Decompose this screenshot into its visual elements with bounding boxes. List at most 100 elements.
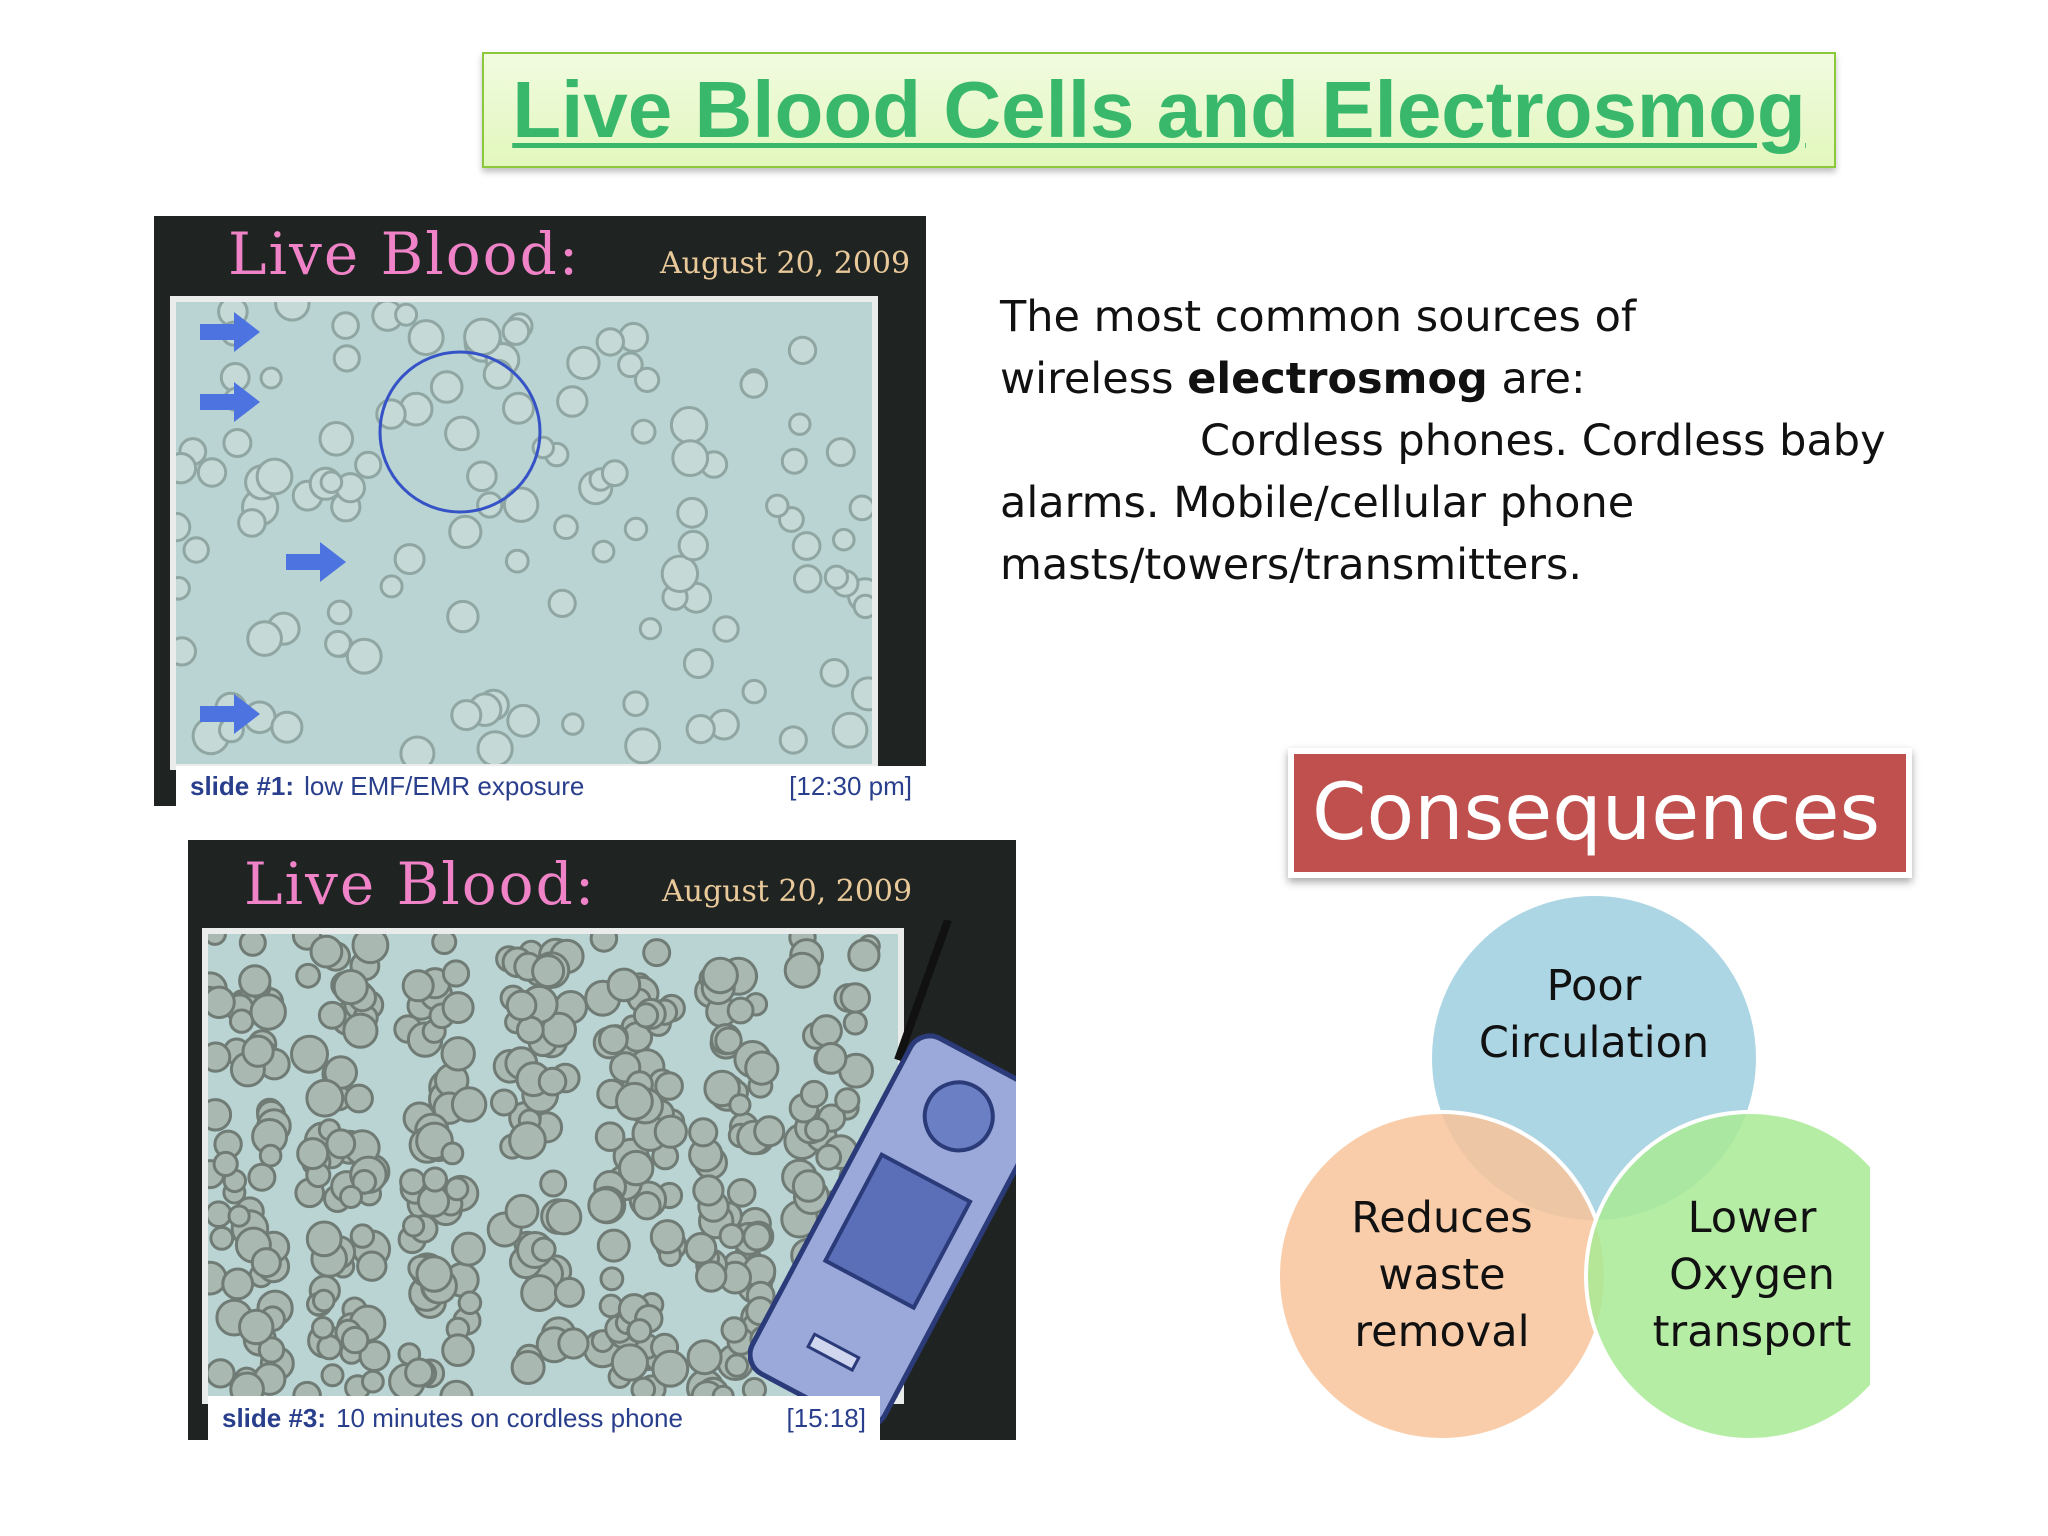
blood-cell	[848, 494, 872, 522]
blood-cell	[344, 1083, 374, 1114]
blood-cell	[505, 989, 538, 1022]
blood-cell	[332, 344, 361, 373]
slide-label: slide #3:	[222, 1402, 327, 1433]
text-line: alarms. Mobile/cellular phone	[1000, 478, 1635, 528]
blood-cell	[682, 648, 714, 679]
blood-cell	[249, 993, 287, 1031]
blood-cell	[814, 1042, 848, 1075]
blood-cell	[176, 452, 198, 485]
blood-cell	[490, 1088, 518, 1117]
blood-cell	[626, 1318, 653, 1344]
blood-cell	[228, 1008, 255, 1034]
blood-cell	[208, 1041, 232, 1073]
venn-label-reduces-waste-removal: Reduces waste removal	[1351, 1193, 1533, 1357]
blood-cell	[351, 934, 390, 965]
blood-cell	[393, 543, 426, 576]
arrow-icon	[200, 382, 260, 422]
blood-cell	[466, 460, 498, 493]
blood-cell	[595, 327, 625, 357]
blood-cell	[399, 735, 436, 764]
blood-cell	[531, 954, 566, 989]
blood-cell	[311, 1316, 335, 1340]
blood-cell	[444, 1176, 470, 1202]
blood-cell	[553, 514, 579, 541]
microscope-slide	[170, 296, 878, 770]
live-blood-photo-1: Live Blood: August 20, 2009 slide #1:low…	[154, 216, 926, 806]
photo-date: August 20, 2009	[662, 874, 913, 909]
blood-cell	[634, 366, 661, 394]
blood-cell	[441, 959, 471, 988]
blood-cell	[431, 934, 458, 955]
blood-cell	[463, 317, 502, 357]
highlight-circle	[378, 350, 542, 514]
blood-cell	[332, 969, 369, 1006]
blood-cell	[415, 1255, 453, 1293]
blood-cell	[724, 1353, 750, 1378]
blood-cell	[361, 1369, 385, 1394]
blood-cell	[502, 486, 540, 523]
blood-cell	[345, 637, 383, 675]
blood-cell	[340, 1325, 370, 1355]
blood-cell	[728, 1093, 752, 1117]
blood-cell	[832, 527, 856, 552]
blood-cell	[394, 302, 419, 327]
blood-cell	[227, 1204, 251, 1228]
blood-cell	[839, 982, 871, 1014]
blood-cell	[632, 1191, 662, 1221]
blood-cell	[852, 593, 872, 620]
slide-label: slide #1:	[190, 770, 295, 801]
consequences-heading: Consequences	[1312, 768, 1881, 858]
blood-cell	[290, 1034, 329, 1074]
blood-cell	[677, 529, 709, 562]
text-line: masts/towers/transmitters.	[1000, 540, 1583, 590]
photo-date: August 20, 2009	[660, 246, 911, 281]
blood-cell	[660, 554, 700, 593]
blood-cell	[823, 564, 850, 590]
blood-cell	[720, 1316, 748, 1344]
blood-cell	[457, 1290, 483, 1316]
blood-cell	[834, 1087, 861, 1114]
blood-cell	[208, 1098, 233, 1132]
caption-text: 10 minutes on cordless phone	[336, 1402, 683, 1433]
blood-cell	[553, 1276, 585, 1308]
blood-cell	[686, 1339, 723, 1376]
blood-cell	[653, 1114, 688, 1149]
blood-cell	[222, 428, 253, 458]
consequences-banner: Consequences	[1288, 748, 1912, 878]
blood-cell	[622, 690, 649, 718]
blood-cell	[255, 457, 294, 496]
blood-cell	[600, 459, 629, 488]
blood-cell	[325, 1128, 357, 1160]
blood-cell	[632, 1002, 660, 1029]
sources-text: The most common sources of wireless elec…	[1000, 286, 1900, 596]
microscope-slide	[202, 928, 904, 1404]
blood-cell	[765, 493, 790, 519]
blood-cell	[342, 1012, 379, 1049]
blood-cell	[508, 1121, 547, 1160]
blood-cell	[726, 996, 755, 1025]
blood-cell	[229, 1371, 265, 1398]
blood-cell	[208, 1200, 233, 1228]
blood-cell	[274, 302, 311, 322]
arrow-icon	[200, 312, 260, 352]
blood-cell	[221, 1267, 255, 1301]
blood-cell	[714, 1026, 743, 1055]
electrosmog-emphasis: electrosmog	[1187, 354, 1488, 404]
blood-cell	[504, 1193, 540, 1229]
venn-label-poor-circulation: Poor Circulation	[1478, 961, 1710, 1068]
blood-cell	[506, 703, 541, 738]
blood-cell	[354, 450, 383, 479]
cordless-phone-icon	[748, 920, 1016, 1429]
blood-cell	[718, 1223, 745, 1249]
blood-cell	[482, 358, 514, 390]
blood-cell	[780, 447, 808, 475]
blood-cell	[630, 1376, 657, 1398]
blood-cell	[804, 1117, 830, 1143]
blood-cell	[741, 1377, 767, 1398]
blood-cell	[630, 418, 657, 445]
blood-cell	[788, 412, 812, 436]
arrow-icon	[200, 694, 260, 734]
blood-cell	[182, 536, 210, 564]
blood-cell	[270, 710, 304, 744]
photo-caption: slide #1:low EMF/EMR exposure [12:30 pm]	[176, 766, 926, 806]
